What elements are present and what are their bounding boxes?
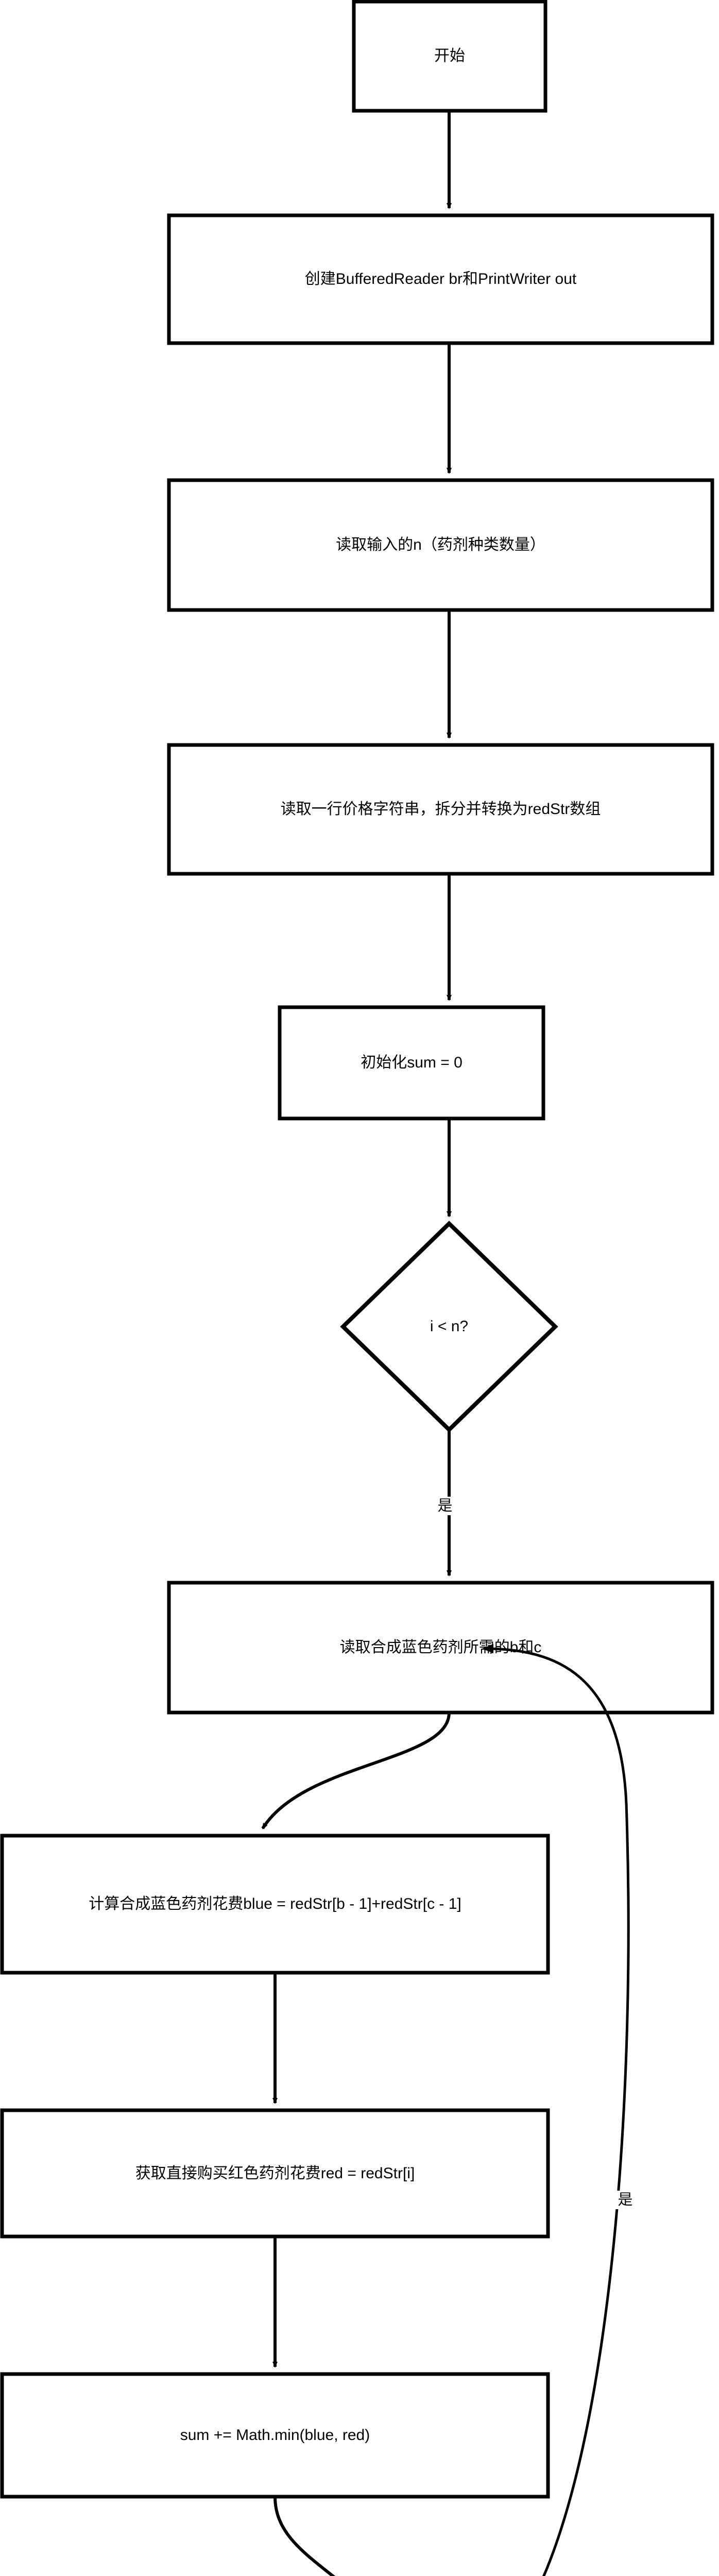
edge-cond-bottom-loop-back-to-read-bc (482, 1644, 630, 2576)
node-read-prices-shape[interactable] (167, 743, 714, 876)
edge-label-cond-top-yes: 是 (432, 1497, 458, 1515)
node-create-io-shape[interactable] (167, 213, 714, 345)
node-calc-blue-shape[interactable] (0, 1834, 550, 1975)
node-start-shape[interactable] (352, 0, 547, 113)
node-read-n-shape[interactable] (167, 478, 714, 612)
node-cond-top-shape[interactable] (340, 1221, 558, 1433)
node-get-red-shape[interactable] (0, 2108, 550, 2239)
edge-read-bc-to-calc-blue (261, 1712, 451, 1829)
node-init-sum-shape[interactable] (278, 1005, 545, 1121)
node-read-bc-shape[interactable] (167, 1581, 714, 1715)
node-accumulate-shape[interactable] (0, 2372, 550, 2499)
edge-label-loop-back-yes: 是 (612, 2191, 639, 2209)
edge-accumulate-to-cond-bottom (273, 2496, 336, 2576)
